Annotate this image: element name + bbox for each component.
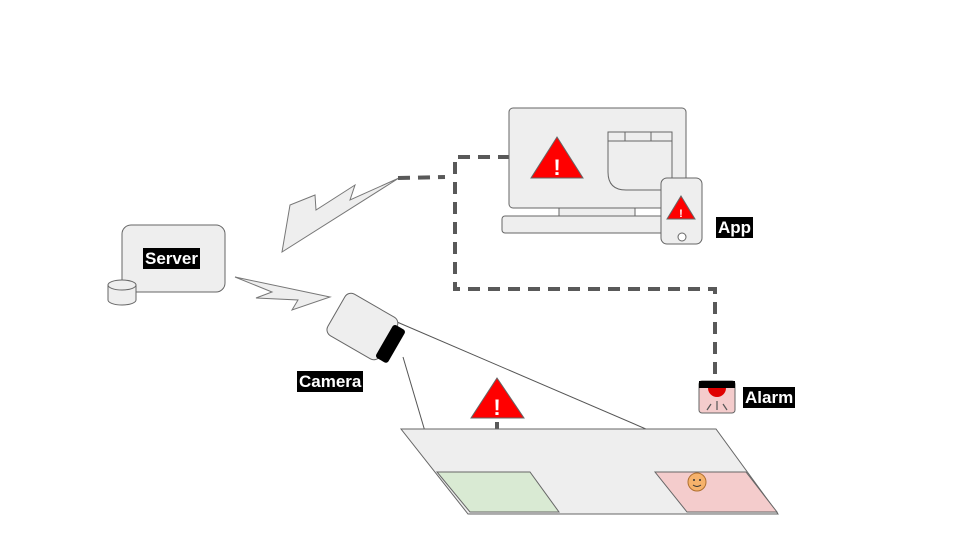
person-icon <box>687 472 707 492</box>
server-label: Server <box>143 248 200 269</box>
link-monitor-to-alarm <box>453 155 717 383</box>
app-label: App <box>716 217 754 238</box>
alarm-label: Alarm <box>743 387 796 408</box>
camera-icon <box>326 292 405 363</box>
app-window <box>607 131 673 191</box>
camera-label: Camera <box>297 371 364 392</box>
monitor-device: ! <box>501 107 693 234</box>
database-icon <box>107 279 137 306</box>
lightning-icon-lower <box>234 276 332 311</box>
svg-text:!: ! <box>493 395 500 420</box>
svg-text:!: ! <box>679 208 683 220</box>
phone-icon: ! <box>660 177 703 245</box>
link-bolt-to-app <box>397 175 446 180</box>
warning-icon: ! <box>530 136 584 180</box>
warning-icon: ! <box>470 377 525 420</box>
safe-zone <box>435 471 560 513</box>
alarm-icon <box>698 380 736 414</box>
warning-icon: ! <box>666 195 696 220</box>
lightning-icon-upper <box>281 177 400 254</box>
monitor-stand <box>558 207 636 217</box>
svg-text:!: ! <box>553 155 560 180</box>
monitored-floor <box>399 428 779 515</box>
danger-zone <box>653 471 779 513</box>
